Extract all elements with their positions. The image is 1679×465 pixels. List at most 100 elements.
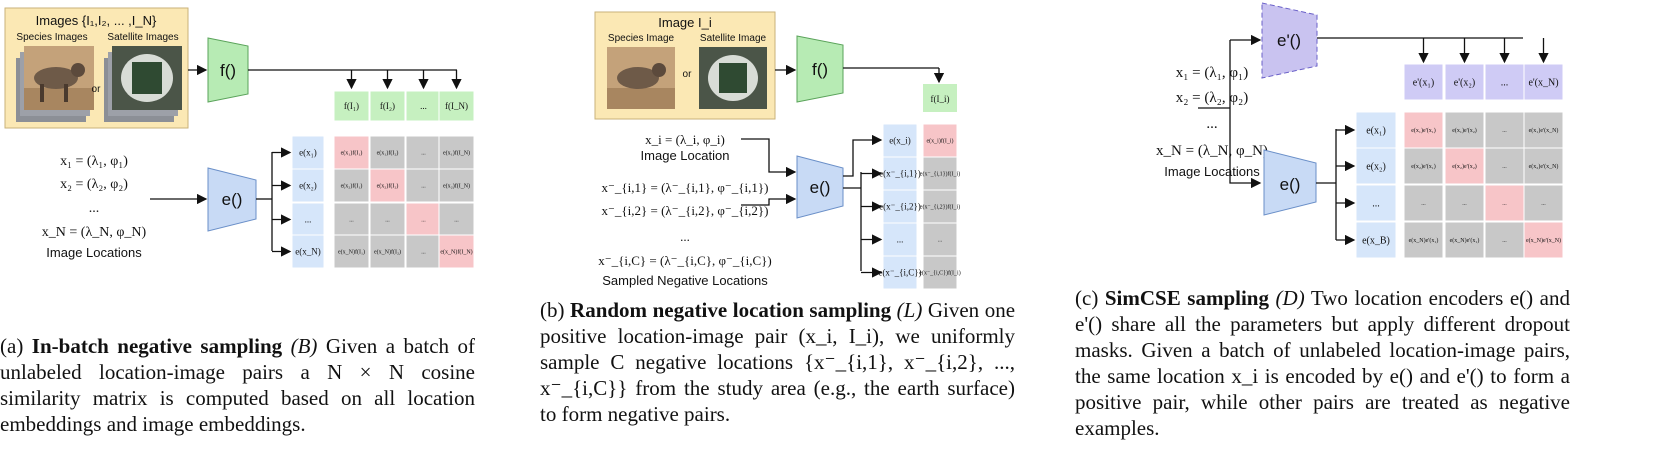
location-embedding-5: e(x⁻_{i,C}) — [878, 255, 922, 290]
similarity-cell-3-2-label: ... — [1462, 201, 1467, 207]
similarity-cell-4-3: ... — [405, 234, 442, 269]
similarity-cell-2-2-label: e(x₂)f(I₂) — [377, 183, 399, 190]
image-embedding-3-label: ... — [420, 101, 427, 111]
image-embedding-4-label: f(I_N) — [445, 101, 468, 111]
species-image — [24, 46, 94, 110]
location-encoder-label: e() — [1280, 175, 1301, 194]
location-embedding-2: e(x⁻_{i,1}) — [879, 156, 921, 191]
similarity-cell-4-1-label: e(x_N)f(I₁) — [338, 249, 365, 256]
location-embedding-4: e(x_N) — [291, 234, 325, 269]
caption-a-body: Given a batch of unlabeled location-imag… — [0, 334, 475, 436]
similarity-cell-3-1: ... — [333, 202, 370, 237]
similarity-cell-2-1-label: e(x₂)f(I₁) — [341, 183, 363, 190]
similarity-cell-4-3: ... — [1484, 221, 1525, 259]
location-encoder-e — [796, 155, 844, 219]
prime-embedding-1: e'(x₁) — [1403, 63, 1444, 101]
similarity-cell-1-1-label: e(x₁)e'(x₁) — [1411, 127, 1436, 134]
location-embedding-2-label: e(x₂) — [299, 181, 317, 191]
score-cell-4-label: ... — [938, 238, 943, 244]
similarity-cell-3-3-label: ... — [1502, 201, 1507, 207]
image-embedding-1-label: f(I₁) — [344, 101, 359, 111]
similarity-cell-3-4: ... — [1523, 184, 1564, 222]
location-embedding-4: ... — [882, 222, 918, 257]
satellite-image-label: Satellite Image — [700, 33, 767, 44]
diagram-b: Image I_i Species Image Satellite Image … — [594, 11, 961, 290]
score-cell-3: e(x⁻_{i,2})f(I_i) — [920, 189, 960, 224]
similarity-cell-1-4: e(x₁)e'(x_N) — [1523, 111, 1564, 149]
negative-location-4: x⁻_{i,C} = (λ⁻_{i,C}, φ⁻_{i,C}) — [598, 253, 771, 268]
location-embedding-1: e(x₁) — [291, 135, 325, 170]
caption-a-symbol: (B) — [290, 334, 318, 358]
image-encoder-f — [796, 35, 844, 103]
similarity-cell-3-3: ... — [405, 202, 442, 237]
location-embedding-2-label: e(x⁻_{i,1}) — [879, 169, 921, 179]
location-embedding-4: e(x_B) — [1355, 221, 1397, 259]
image-locations-label: Image Locations — [46, 245, 142, 260]
similarity-cell-1-2-label: e(x₁)f(I₂) — [377, 150, 399, 157]
similarity-cell-1-3: ... — [1484, 111, 1525, 149]
similarity-cell-1-3-label: ... — [1502, 128, 1507, 134]
image-locations-label: Image Locations — [1164, 164, 1260, 179]
similarity-cell-1-3-label: ... — [421, 151, 426, 157]
positive-location-label: Image Location — [641, 148, 730, 163]
location-2: x₂ = (λ₂, φ₂) — [60, 177, 128, 192]
prime-embedding-3-label: ... — [1501, 78, 1509, 89]
location-embedding-2: e(x₂) — [1355, 147, 1397, 185]
location-encoder-e — [207, 167, 257, 232]
similarity-cell-4-1: e(x_N)f(I₁) — [333, 234, 370, 269]
location-embedding-4-label: e(x_N) — [295, 247, 321, 257]
panel-in-batch-negative-sampling: Images {I₁,I₂, ... ,I_N} Species Images … — [0, 0, 525, 465]
location-encoder-label: e() — [222, 190, 243, 209]
similarity-cell-3-1-label: ... — [349, 218, 354, 224]
satellite-image — [112, 46, 182, 110]
location-embedding-1-label: e(x_i) — [889, 136, 911, 146]
prime-embedding-3: ... — [1484, 63, 1525, 101]
location-embedding-1-label: e(x₁) — [299, 148, 317, 158]
image-embedding-4: f(I_N) — [438, 90, 475, 122]
species-images-label: Species Images — [16, 32, 87, 43]
prime-embedding-1-label: e'(x₁) — [1413, 78, 1434, 89]
similarity-cell-3-1: ... — [1403, 184, 1444, 222]
or-label: or — [683, 69, 693, 80]
location-embedding-3: e(x⁻_{i,2}) — [879, 189, 921, 224]
score-cell-5: e(x⁻_{i,C})f(I_i) — [919, 255, 961, 290]
location-3: ... — [89, 201, 100, 216]
similarity-cell-3-3: ... — [1484, 184, 1525, 222]
score-cell-1-label: e(x_i)f(I_i) — [927, 138, 954, 145]
similarity-cell-2-2-label: e(x₂)e'(x₂) — [1452, 163, 1477, 170]
species-image — [607, 47, 675, 109]
similarity-cell-2-2: e(x₂)e'(x₂) — [1444, 147, 1485, 185]
or-label: or — [92, 84, 102, 95]
caption-b-symbol: (L) — [896, 298, 923, 322]
negative-location-3: ... — [680, 229, 690, 244]
caption-a-title: In-batch negative sampling — [31, 334, 283, 358]
similarity-cell-2-1: e(x₂)e'(x₁) — [1403, 147, 1444, 185]
similarity-cell-2-3-label: ... — [421, 184, 426, 190]
prime-embedding-4: e'(x_N) — [1523, 63, 1564, 101]
similarity-cell-4-2: e(x_N)e'(x₁) — [1444, 221, 1485, 259]
location-embedding-3-label: ... — [305, 215, 312, 225]
location-encoder-label: e() — [810, 178, 831, 197]
similarity-cell-2-1: e(x₂)f(I₁) — [333, 168, 370, 203]
location-encoder-e — [1263, 149, 1317, 216]
score-cell-2: e(x⁻_{i,1})f(I_i) — [920, 156, 960, 191]
score-cell-4: ... — [922, 222, 958, 257]
location-embedding-2-label: e(x₂) — [1366, 162, 1386, 173]
similarity-cell-3-4-label: ... — [454, 218, 459, 224]
similarity-cell-1-3: ... — [405, 135, 442, 170]
similarity-cell-4-2: e(x_N)f(I₂) — [369, 234, 406, 269]
location-1: x₁ = (λ₁, φ₁) — [60, 154, 128, 169]
diagram-c: e'() e'(x₁)e'(x₂)...e'(x_N) x₁ = (λ₁, φ₁… — [1156, 2, 1564, 259]
location-3: ... — [1206, 116, 1217, 132]
image-encoder-f — [207, 37, 249, 103]
similarity-cell-4-1: e(x_N)e'(x₁) — [1403, 221, 1444, 259]
similarity-cell-4-1-label: e(x_N)e'(x₁) — [1409, 237, 1439, 244]
caption-b-body: Given one positive location-image pair (… — [540, 298, 1016, 426]
location-embedding-1-label: e(x₁) — [1366, 126, 1386, 137]
similarity-cell-2-3: ... — [405, 168, 442, 203]
panel-random-negative-location-sampling: Image I_i Species Image Satellite Image … — [540, 0, 1105, 465]
species-image-label: Species Image — [608, 33, 675, 44]
location-embedding-4-label: e(x_B) — [1362, 236, 1390, 247]
similarity-cell-4-2-label: e(x_N)e'(x₁) — [1450, 237, 1480, 244]
positive-location: x_i = (λ_i, φ_i) — [645, 132, 725, 147]
